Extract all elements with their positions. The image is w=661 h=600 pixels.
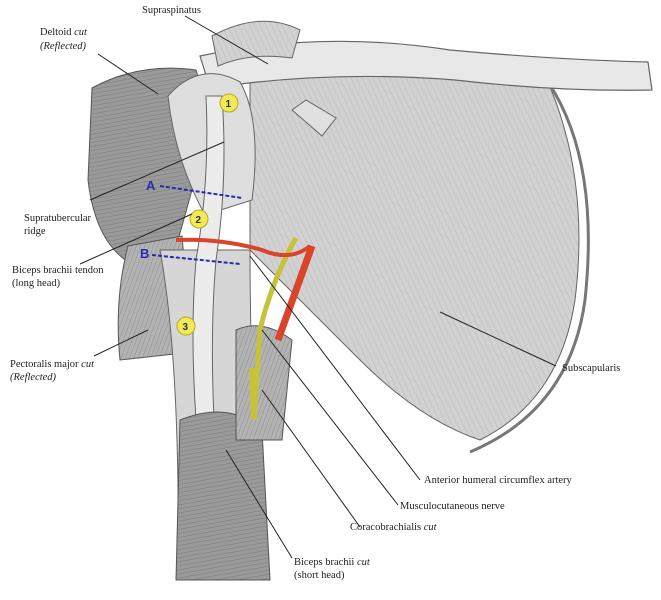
label-biceps-short: Biceps brachii cut (short head) (294, 556, 370, 582)
label-circumflex-artery: Anterior humeral circumflex artery (424, 475, 572, 486)
label-biceps-tendon: Biceps brachii tendon (long head) (12, 264, 104, 290)
circumflex-artery (175, 237, 312, 258)
coracoid-process (291, 99, 337, 137)
label-coracobrachialis-name: Coracobrachialis (350, 522, 422, 533)
svg-text:1: 1 (226, 99, 232, 110)
label-pectoralis-reflected: (Reflected) (10, 372, 57, 383)
plane-label-a: A (146, 178, 156, 193)
clavicle (199, 40, 653, 91)
label-coracobrachialis-cut: cut (423, 522, 437, 533)
label-supratubercular-line2: ridge (24, 226, 46, 237)
musculocutaneous-nerve-branch (249, 367, 257, 421)
label-deltoid-reflected-text: (Reflected) (40, 41, 87, 52)
axillary-artery (274, 244, 316, 342)
label-biceps-short-line1: Biceps brachii (294, 557, 355, 568)
label-deltoid-reflected: (Reflected) (40, 40, 86, 53)
marker-1: 1 (219, 93, 239, 113)
leader-lines (79, 15, 557, 559)
plane-label-b: B (140, 246, 149, 261)
label-supratubercular-line1: Supratubercular (24, 213, 92, 224)
label-biceps-tendon-line1: Biceps brachii tendon (12, 265, 104, 276)
label-pectoralis-cut: cut (81, 359, 94, 370)
marker-2: 2 (189, 209, 209, 229)
label-subscapularis: Subscapularis (562, 363, 621, 374)
label-supratubercular: Supratubercular ridge (24, 212, 91, 238)
label-pectoralis: Pectoralis major cut (Reflected) (10, 358, 94, 384)
scapula-border (469, 81, 590, 454)
svg-text:2: 2 (196, 215, 202, 226)
label-biceps-short-line2: (short head) (294, 570, 345, 581)
label-deltoid-name: Deltoid (40, 27, 72, 38)
label-supraspinatus: Supraspinatus (142, 5, 201, 16)
coracobrachialis-muscle (235, 325, 293, 441)
label-deltoid-cut: cut (74, 27, 87, 38)
label-musculocutaneous: Musculocutaneous nerve (400, 501, 505, 512)
plane-line-b (151, 254, 241, 265)
label-coracobrachialis: Coracobrachialis cut (350, 521, 437, 534)
label-deltoid: Deltoid cut (40, 26, 87, 39)
supraspinatus-muscle (211, 20, 301, 67)
marker-3: 3 (176, 316, 196, 336)
plane-line-a (159, 185, 243, 199)
label-biceps-short-cut: cut (356, 557, 370, 568)
label-biceps-tendon-line2: (long head) (12, 278, 61, 289)
label-pectoralis-name: Pectoralis major (10, 359, 79, 370)
svg-text:3: 3 (183, 322, 189, 333)
